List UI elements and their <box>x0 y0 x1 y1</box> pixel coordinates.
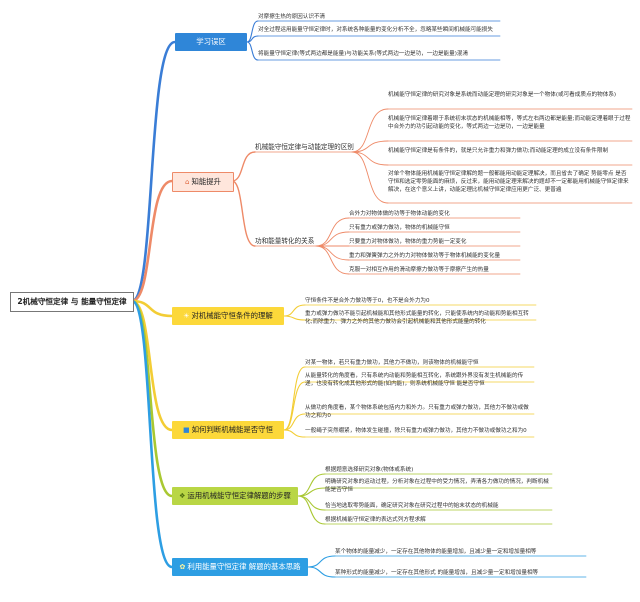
leaf-b5-1: 明确研究对象的运动过程，分析对象在过程中的受力情况，弄清各力做功的情况，判断机械… <box>325 479 549 494</box>
branch-label: 学习误区 <box>196 37 226 46</box>
leaf-b6-1: 某种形式的能量减少，一定存在其他形式 的能量增加，且减少量一定和增加量相等 <box>335 570 539 576</box>
leaf-b2-s2-2: 只要重力对物体做功，物体的重力势能一定变化 <box>349 239 467 245</box>
connector-b2-s2-leaf-4 <box>315 245 350 275</box>
leaf-b1-0: 对摩擦生热的原因认识不清 <box>258 14 326 20</box>
leaf-b4-0: 对某一物体，若只有重力做功，其他力不做功，则该物体的机械能守恒 <box>305 360 479 366</box>
connector-b2-s1 <box>231 151 256 182</box>
leaf-b3-1: 重力或弹力做功不能引起机械能和其他形式能量的转化，只能使系统内的动能和势能相互转… <box>305 311 529 326</box>
leaf-b6-0: 某个物体的能量减少，一定存在其他物体的能量增加，且减少量一定和增加量相等 <box>335 549 537 555</box>
leaf-b4-3: 一般绳子突然绷紧，物体发生碰撞，除只有重力或弹力做功，其他力不做功或做功之和为0 <box>305 428 527 434</box>
connector-b2-s1-leaf-3 <box>351 151 389 204</box>
branch-label: 对机械能守恒条件的理解 <box>191 311 273 320</box>
subtopic-work-energy[interactable]: 功和能量转化的关系 <box>255 237 315 245</box>
connector-b2-s1-leaf-2 <box>351 151 389 166</box>
flower-icon: ✿ <box>179 563 186 571</box>
leaf-b2-s2-4: 克服一对相互作用的滑动摩擦力做功等于摩擦产生的热量 <box>349 267 489 273</box>
branch-label: 利用能量守恒定律 解题的基本思路 <box>187 562 301 571</box>
connector-root-b1 <box>130 40 177 303</box>
connector-b2-s2-leaf-0 <box>315 217 350 247</box>
branch-label: 知能提升 <box>191 177 222 186</box>
branch-judge-conservation[interactable]: ■如何判断机械能是否守恒 <box>172 421 284 439</box>
leaf-b2-s1-2: 机械能守恒定律是有条件的，就是只允许重力和弹力做功;而动能定理的成立没有条件限制 <box>388 148 609 154</box>
leaf-b2-s2-0: 合外力对物体做的功等于物体动能的变化 <box>349 211 450 217</box>
square-icon: ■ <box>183 426 190 434</box>
leaf-b5-0: 根据题意选择研究对象(物体或系统) <box>325 467 414 473</box>
branch-energy-approach[interactable]: ✿利用能量守恒定律 解题的基本思路 <box>172 558 308 576</box>
connector-b5-leaf-2 <box>297 495 326 511</box>
connector-b4-leaf-1 <box>283 381 306 431</box>
sun-icon: ☀ <box>183 312 190 320</box>
leaf-b5-2: 恰当地选取零势能面，确定研究对象在研究过程中的始末状态的机械能 <box>325 503 499 509</box>
connector-b4-leaf-2 <box>283 413 306 431</box>
connector-b2-s2-leaf-3 <box>315 245 350 261</box>
leaf-b2-s1-3: 对单个物体能用机械能守恒定律解的题一般都能用动能定理解决，而且省去了确定 势能零… <box>388 171 629 194</box>
leaf-b4-1: 从能量转化的角度看，只有系统内动能和势能相互转化，系统跟外界没有发生机械能的传递… <box>305 373 524 388</box>
leaf-b3-0: 守恒条件不是合外力做功等于0，也不是合外力为0 <box>305 298 430 304</box>
branch-solving-steps[interactable]: ❖运用机械能守恒定律解题的步骤 <box>172 487 298 505</box>
connector-b6-leaf-0 <box>307 555 336 568</box>
connector-root-b6 <box>130 299 174 569</box>
connector-b4-leaf-3 <box>283 429 306 438</box>
connector-b2-s2 <box>231 180 256 247</box>
home-icon: ⌂ <box>184 178 190 186</box>
diamond-icon: ❖ <box>179 492 186 500</box>
connector-root-b2 <box>130 179 174 303</box>
leaf-b2-s2-3: 重力和弹簧弹力之外的力对物体做功等于物体机械能的变化量 <box>349 253 501 259</box>
connector-b2-s1-leaf-0 <box>351 108 389 153</box>
leaf-b1-2: 将能量守恒定律(等式两边都是能量)与功能关系(等式两边一边是功，一边是能量)混淆 <box>258 51 469 57</box>
branch-learning-mistakes[interactable]: 学习误区 <box>175 33 247 51</box>
connector-b2-s1-leaf-1 <box>351 140 389 153</box>
branch-label: 运用机械能守恒定律解题的步骤 <box>187 491 291 500</box>
connector-b1-leaf-2 <box>246 41 259 61</box>
leaf-b2-s2-1: 只有重力或弹力做功，物体的机械能守恒 <box>349 225 450 231</box>
connector-root-b3 <box>130 299 174 318</box>
leaf-b2-s1-0: 机械能守恒定律的研究对象是系统而动能定理的研究对象是一个物体(或可看成质点的物体… <box>388 92 617 98</box>
branch-knowledge-improvement[interactable]: ⌂知能提升 <box>172 172 234 192</box>
connector-b5-leaf-0 <box>297 473 326 497</box>
connector-b3-leaf-0 <box>283 304 306 317</box>
connector-b2-s2-leaf-1 <box>315 231 350 247</box>
branch-label: 如何判断机械能是否守恒 <box>191 425 273 434</box>
root-node[interactable]: 2机械守恒定律 与 能量守恒定律 <box>10 292 134 312</box>
subtopic-conservation-vs-theorem[interactable]: 机械能守恒定律与动能定理的区别 <box>255 143 354 151</box>
connector-b3-leaf-1 <box>283 315 306 321</box>
leaf-b5-3: 根据机械能守恒定律的表达式列方程求解 <box>325 517 426 523</box>
leaf-b4-2: 从做功的角度看，某个物体系统包括内力和外力。只有重力或弹力做功，其他力不做功或做… <box>305 405 529 420</box>
leaf-b2-s1-1: 机械能守恒定律着眼于系统初末状态的机械能相等，等式左右两边都是能量;而动能定理着… <box>388 116 631 131</box>
leaf-b1-1: 对全过程运用能量守恒定律时，对系统各种能量的变化分析不全，忽略某些瞬间机械能可能… <box>258 27 493 33</box>
connector-b6-leaf-1 <box>307 566 336 578</box>
branch-conservation-conditions[interactable]: ☀对机械能守恒条件的理解 <box>172 307 284 325</box>
connector-b5-leaf-3 <box>297 495 326 525</box>
